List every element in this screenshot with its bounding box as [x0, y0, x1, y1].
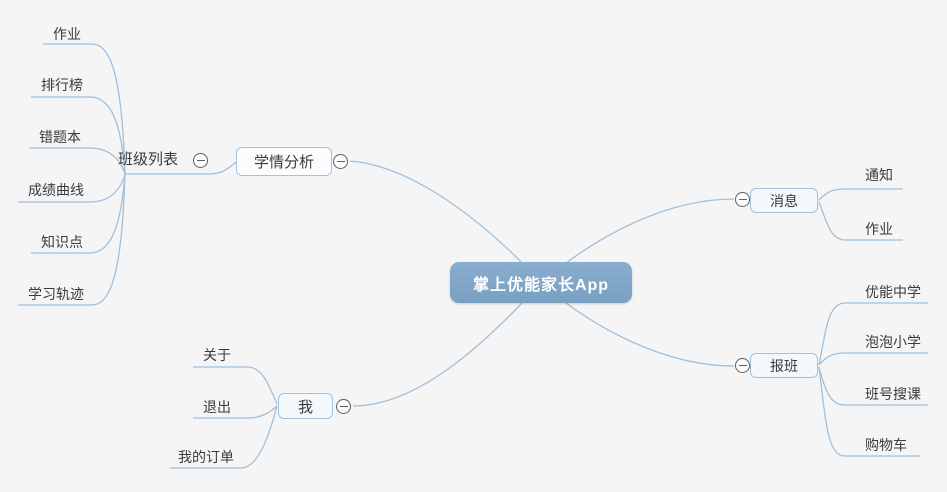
- leaf-pop-elementary[interactable]: 泡泡小学: [865, 334, 921, 350]
- leaf-score-curve[interactable]: 成绩曲线: [28, 182, 84, 198]
- leaf-class-number-search[interactable]: 班号搜课: [865, 386, 921, 402]
- leaf-about[interactable]: 关于: [203, 347, 231, 363]
- collapse-button-messages[interactable]: [735, 192, 750, 207]
- edge-enroll-middleschool: [818, 302, 928, 366]
- leaf-ranking-list[interactable]: 排行榜: [41, 77, 83, 93]
- branch-node-me[interactable]: 我: [278, 393, 333, 419]
- edge-enroll-cart: [818, 366, 920, 457]
- edge-classlist-wrongbook: [29, 147, 126, 175]
- leaf-notice[interactable]: 通知: [865, 167, 893, 183]
- leaf-my-orders[interactable]: 我的订单: [178, 449, 234, 465]
- minus-icon: [336, 160, 345, 163]
- branch-node-enroll[interactable]: 报班: [750, 353, 818, 378]
- minus-icon: [339, 405, 348, 408]
- collapse-button-analysis[interactable]: [333, 154, 348, 169]
- edge-classlist-scorecurve: [18, 173, 126, 203]
- edge-me-orders: [170, 405, 278, 469]
- edge-enroll-pop: [818, 352, 928, 366]
- leaf-unedu-middle-school[interactable]: 优能中学: [865, 284, 921, 300]
- leaf-logout[interactable]: 退出: [203, 399, 231, 415]
- edge-messages-notice: [818, 188, 903, 201]
- minus-icon: [196, 159, 205, 162]
- edge-messages-homework: [818, 201, 903, 241]
- leaf-wrong-question-book[interactable]: 错题本: [39, 129, 81, 145]
- edge-classlist-homework: [43, 43, 126, 175]
- minus-icon: [738, 364, 747, 367]
- branch-node-analysis[interactable]: 学情分析: [236, 147, 332, 176]
- subnode-class-list[interactable]: 班级列表: [118, 151, 179, 168]
- edge-me-logout: [193, 405, 278, 419]
- edge-classlist-knowledge: [31, 173, 126, 254]
- leaf-homework-message[interactable]: 作业: [865, 221, 893, 237]
- collapse-button-enroll[interactable]: [735, 358, 750, 373]
- collapse-button-me[interactable]: [336, 399, 351, 414]
- branch-node-messages[interactable]: 消息: [750, 188, 818, 213]
- leaf-homework[interactable]: 作业: [53, 26, 81, 42]
- leaf-knowledge-points[interactable]: 知识点: [41, 234, 83, 250]
- minus-icon: [738, 198, 747, 201]
- leaf-learning-track[interactable]: 学习轨迹: [28, 286, 84, 302]
- edge-classlist-ranking: [31, 96, 126, 175]
- edge-classlist-track: [18, 173, 126, 306]
- collapse-button-classlist[interactable]: [193, 153, 208, 168]
- root-node[interactable]: 掌上优能家长App: [450, 262, 632, 303]
- leaf-shopping-cart[interactable]: 购物车: [865, 437, 907, 453]
- edge-me-about: [193, 366, 278, 405]
- edge-analysis-classlist: [125, 161, 237, 175]
- edge-enroll-classsearch: [818, 366, 928, 406]
